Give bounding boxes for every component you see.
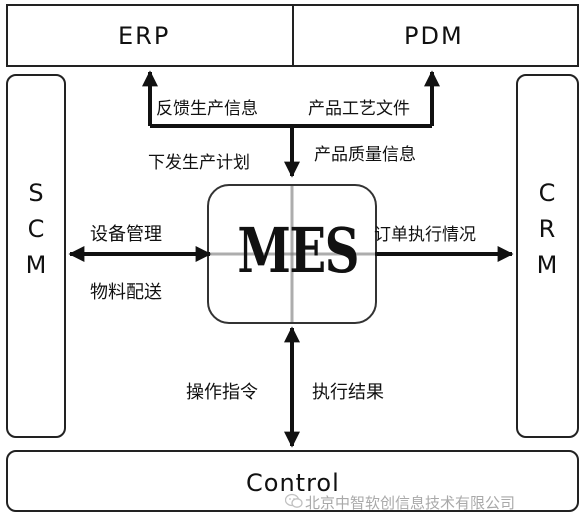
scm-label: S C M <box>22 175 50 283</box>
pdm-label: PDM <box>404 22 464 50</box>
control-label: Control <box>246 469 340 497</box>
label-execution-results: 执行结果 <box>312 382 384 403</box>
label-product-process-files: 产品工艺文件 <box>308 99 410 119</box>
wechat-icon <box>285 493 303 508</box>
crm-box <box>516 74 579 438</box>
label-product-quality-info: 产品质量信息 <box>314 145 416 165</box>
watermark-text: 北京中智软创信息技术有限公司 <box>305 494 516 512</box>
erp-box <box>6 4 294 67</box>
control-box <box>6 450 579 512</box>
label-operation-instructions: 操作指令 <box>186 382 258 403</box>
crm-letter-1: C <box>538 179 556 207</box>
label-material-delivery: 物料配送 <box>90 282 162 303</box>
label-issue-production-plan: 下发生产计划 <box>148 153 250 173</box>
scm-letter-2: C <box>27 215 45 243</box>
scm-letter-3: M <box>25 251 47 279</box>
erp-label: ERP <box>118 22 171 50</box>
crm-letter-2: R <box>538 215 556 243</box>
label-feedback-production-info: 反馈生产信息 <box>156 99 258 119</box>
scm-letter-1: S <box>28 179 44 207</box>
crm-letter-3: M <box>536 251 558 279</box>
label-equipment-management: 设备管理 <box>90 224 162 245</box>
label-order-execution-status: 订单执行情况 <box>374 225 476 245</box>
pdm-box <box>292 4 579 67</box>
mes-label: MES <box>237 214 359 287</box>
crm-label: C R M <box>533 175 561 283</box>
scm-box <box>6 74 66 438</box>
